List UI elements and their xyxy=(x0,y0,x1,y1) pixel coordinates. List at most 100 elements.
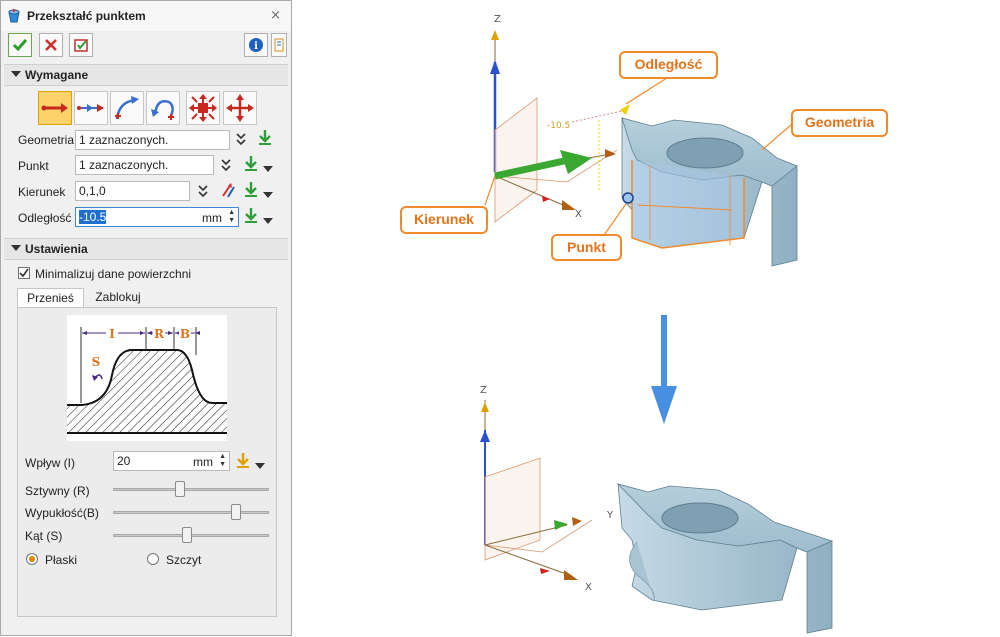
diagram-label-i: I xyxy=(109,327,115,341)
close-icon xyxy=(45,39,57,51)
rigid-slider-thumb[interactable] xyxy=(175,481,185,497)
mode-scale-button[interactable] xyxy=(186,91,220,125)
curve-move-icon xyxy=(115,96,139,120)
tab-lock[interactable]: Zablokuj xyxy=(95,290,141,304)
dialog-title: Przekształć punktem xyxy=(27,9,146,23)
reverse-direction-icon[interactable] xyxy=(219,181,235,202)
cancel-button[interactable] xyxy=(39,33,63,57)
collapse-triangle-icon xyxy=(11,71,21,77)
scale-icon xyxy=(189,94,217,122)
required-section-label: Wymagane xyxy=(25,68,89,82)
graphics-viewport[interactable]: Z X -10.5 xyxy=(292,0,1000,637)
callout-geometry: Geometria xyxy=(791,109,888,137)
double-chevron-down-icon[interactable] xyxy=(235,131,247,150)
dropdown-arrow-icon[interactable] xyxy=(263,161,273,175)
mode-multi-button[interactable] xyxy=(74,91,108,125)
double-chevron-down-icon[interactable] xyxy=(220,157,232,176)
dialog-titlebar: Przekształć punktem ⨯ xyxy=(1,1,291,31)
bucket-icon xyxy=(8,9,20,23)
collapse-icon[interactable]: ⨯ xyxy=(270,7,281,22)
distance-unit: mm xyxy=(202,211,222,225)
callout-direction: Kierunek xyxy=(400,206,488,234)
diagram-label-s: S xyxy=(92,355,101,369)
deformation-profile-diagram: I R B S xyxy=(67,315,227,441)
filter-down-icon[interactable] xyxy=(235,452,251,473)
distance-label: Odległość xyxy=(18,211,72,225)
dropdown-arrow-icon[interactable] xyxy=(263,213,273,227)
convexity-slider-track[interactable] xyxy=(113,511,269,514)
spinner-icon[interactable]: ▲▼ xyxy=(219,453,226,468)
rigid-slider-track[interactable] xyxy=(113,488,269,491)
radio-dot xyxy=(29,556,35,562)
radio-peak-label: Szczyt xyxy=(166,553,202,567)
spinner-icon[interactable]: ▲▼ xyxy=(228,209,235,224)
radio-peak[interactable] xyxy=(147,553,159,565)
angle-slider-thumb[interactable] xyxy=(182,527,192,543)
green-filter-icon[interactable] xyxy=(243,207,259,228)
rigid-label: Sztywny (R) xyxy=(25,484,90,498)
green-filter-icon[interactable] xyxy=(243,181,259,202)
svg-text:i: i xyxy=(254,41,258,52)
x-axis-label: X xyxy=(575,209,582,220)
point-label: Punkt xyxy=(18,159,49,173)
radio-flat[interactable] xyxy=(26,553,38,565)
influence-field[interactable]: 20 mm ▲▼ xyxy=(113,451,230,471)
free-move-icon xyxy=(226,94,254,122)
radio-flat-label: Płaski xyxy=(45,553,78,567)
geometry-label: Geometria xyxy=(18,133,75,147)
mode-rotate-button[interactable] xyxy=(146,91,180,125)
green-filter-icon[interactable] xyxy=(243,155,259,176)
settings-section-header[interactable]: Ustawienia xyxy=(4,238,288,260)
influence-unit: mm xyxy=(193,455,213,469)
ok-button[interactable] xyxy=(8,33,32,57)
distance-field[interactable]: -10.5 mm ▲▼ xyxy=(75,207,239,227)
callout-point: Punkt xyxy=(551,234,622,261)
result-arrow-icon xyxy=(651,315,677,424)
mode-linear-button[interactable] xyxy=(38,91,72,125)
rotate-move-icon xyxy=(151,100,174,120)
help-button[interactable] xyxy=(271,33,287,57)
collapse-triangle-icon xyxy=(11,245,21,251)
angle-label: Kąt (S) xyxy=(25,529,63,543)
influence-value: 20 xyxy=(117,454,131,468)
info-button[interactable]: i xyxy=(244,33,268,57)
mode-free-button[interactable] xyxy=(223,91,257,125)
apply-button[interactable] xyxy=(69,33,93,57)
convexity-label: Wypukłość(B) xyxy=(25,506,99,520)
z-axis-arrow-icon xyxy=(491,30,499,40)
callout-distance: Odległość xyxy=(619,51,718,79)
before-scene: Z X -10.5 xyxy=(490,14,798,267)
transform-by-point-dialog: Przekształć punktem ⨯ i Wymagane xyxy=(0,0,292,636)
tab-move[interactable]: Przenieś xyxy=(17,288,84,308)
info-icon: i xyxy=(249,38,263,52)
linear-move-icon xyxy=(41,103,68,113)
help-icon xyxy=(274,38,284,52)
diagram-label-b: B xyxy=(180,327,190,341)
settings-section-label: Ustawienia xyxy=(25,242,88,256)
after-scene: Z X Y xyxy=(480,385,834,634)
required-section-header[interactable]: Wymagane xyxy=(4,64,288,86)
green-filter-icon[interactable] xyxy=(257,129,273,150)
apply-check-icon xyxy=(74,39,88,52)
mode-curve-button[interactable] xyxy=(110,91,144,125)
z-axis-label: Z xyxy=(494,14,501,25)
x-axis-label-2: X xyxy=(585,582,592,593)
geometry-field[interactable]: 1 zaznaczonych. xyxy=(75,130,230,150)
influence-label: Wpływ (I) xyxy=(25,456,75,470)
direction-field[interactable]: 0,1,0 xyxy=(75,181,190,201)
dropdown-arrow-icon[interactable] xyxy=(263,187,273,201)
dimension-value: -10.5 xyxy=(547,121,570,131)
checkmark-icon xyxy=(19,268,29,278)
diagram-label-r: R xyxy=(154,327,165,341)
y-axis-label: Y xyxy=(606,510,614,521)
minimize-label: Minimalizuj dane powierzchni xyxy=(35,267,192,281)
multi-move-icon xyxy=(77,104,104,112)
point-field[interactable]: 1 zaznaczonych. xyxy=(75,155,214,175)
dropdown-arrow-icon[interactable] xyxy=(255,458,265,472)
check-icon xyxy=(12,39,28,52)
minimize-checkbox[interactable] xyxy=(18,267,30,279)
distance-value: -10.5 xyxy=(79,210,107,224)
z-axis-label-2: Z xyxy=(480,385,487,396)
double-chevron-down-icon[interactable] xyxy=(197,183,209,202)
convexity-slider-thumb[interactable] xyxy=(231,504,241,520)
